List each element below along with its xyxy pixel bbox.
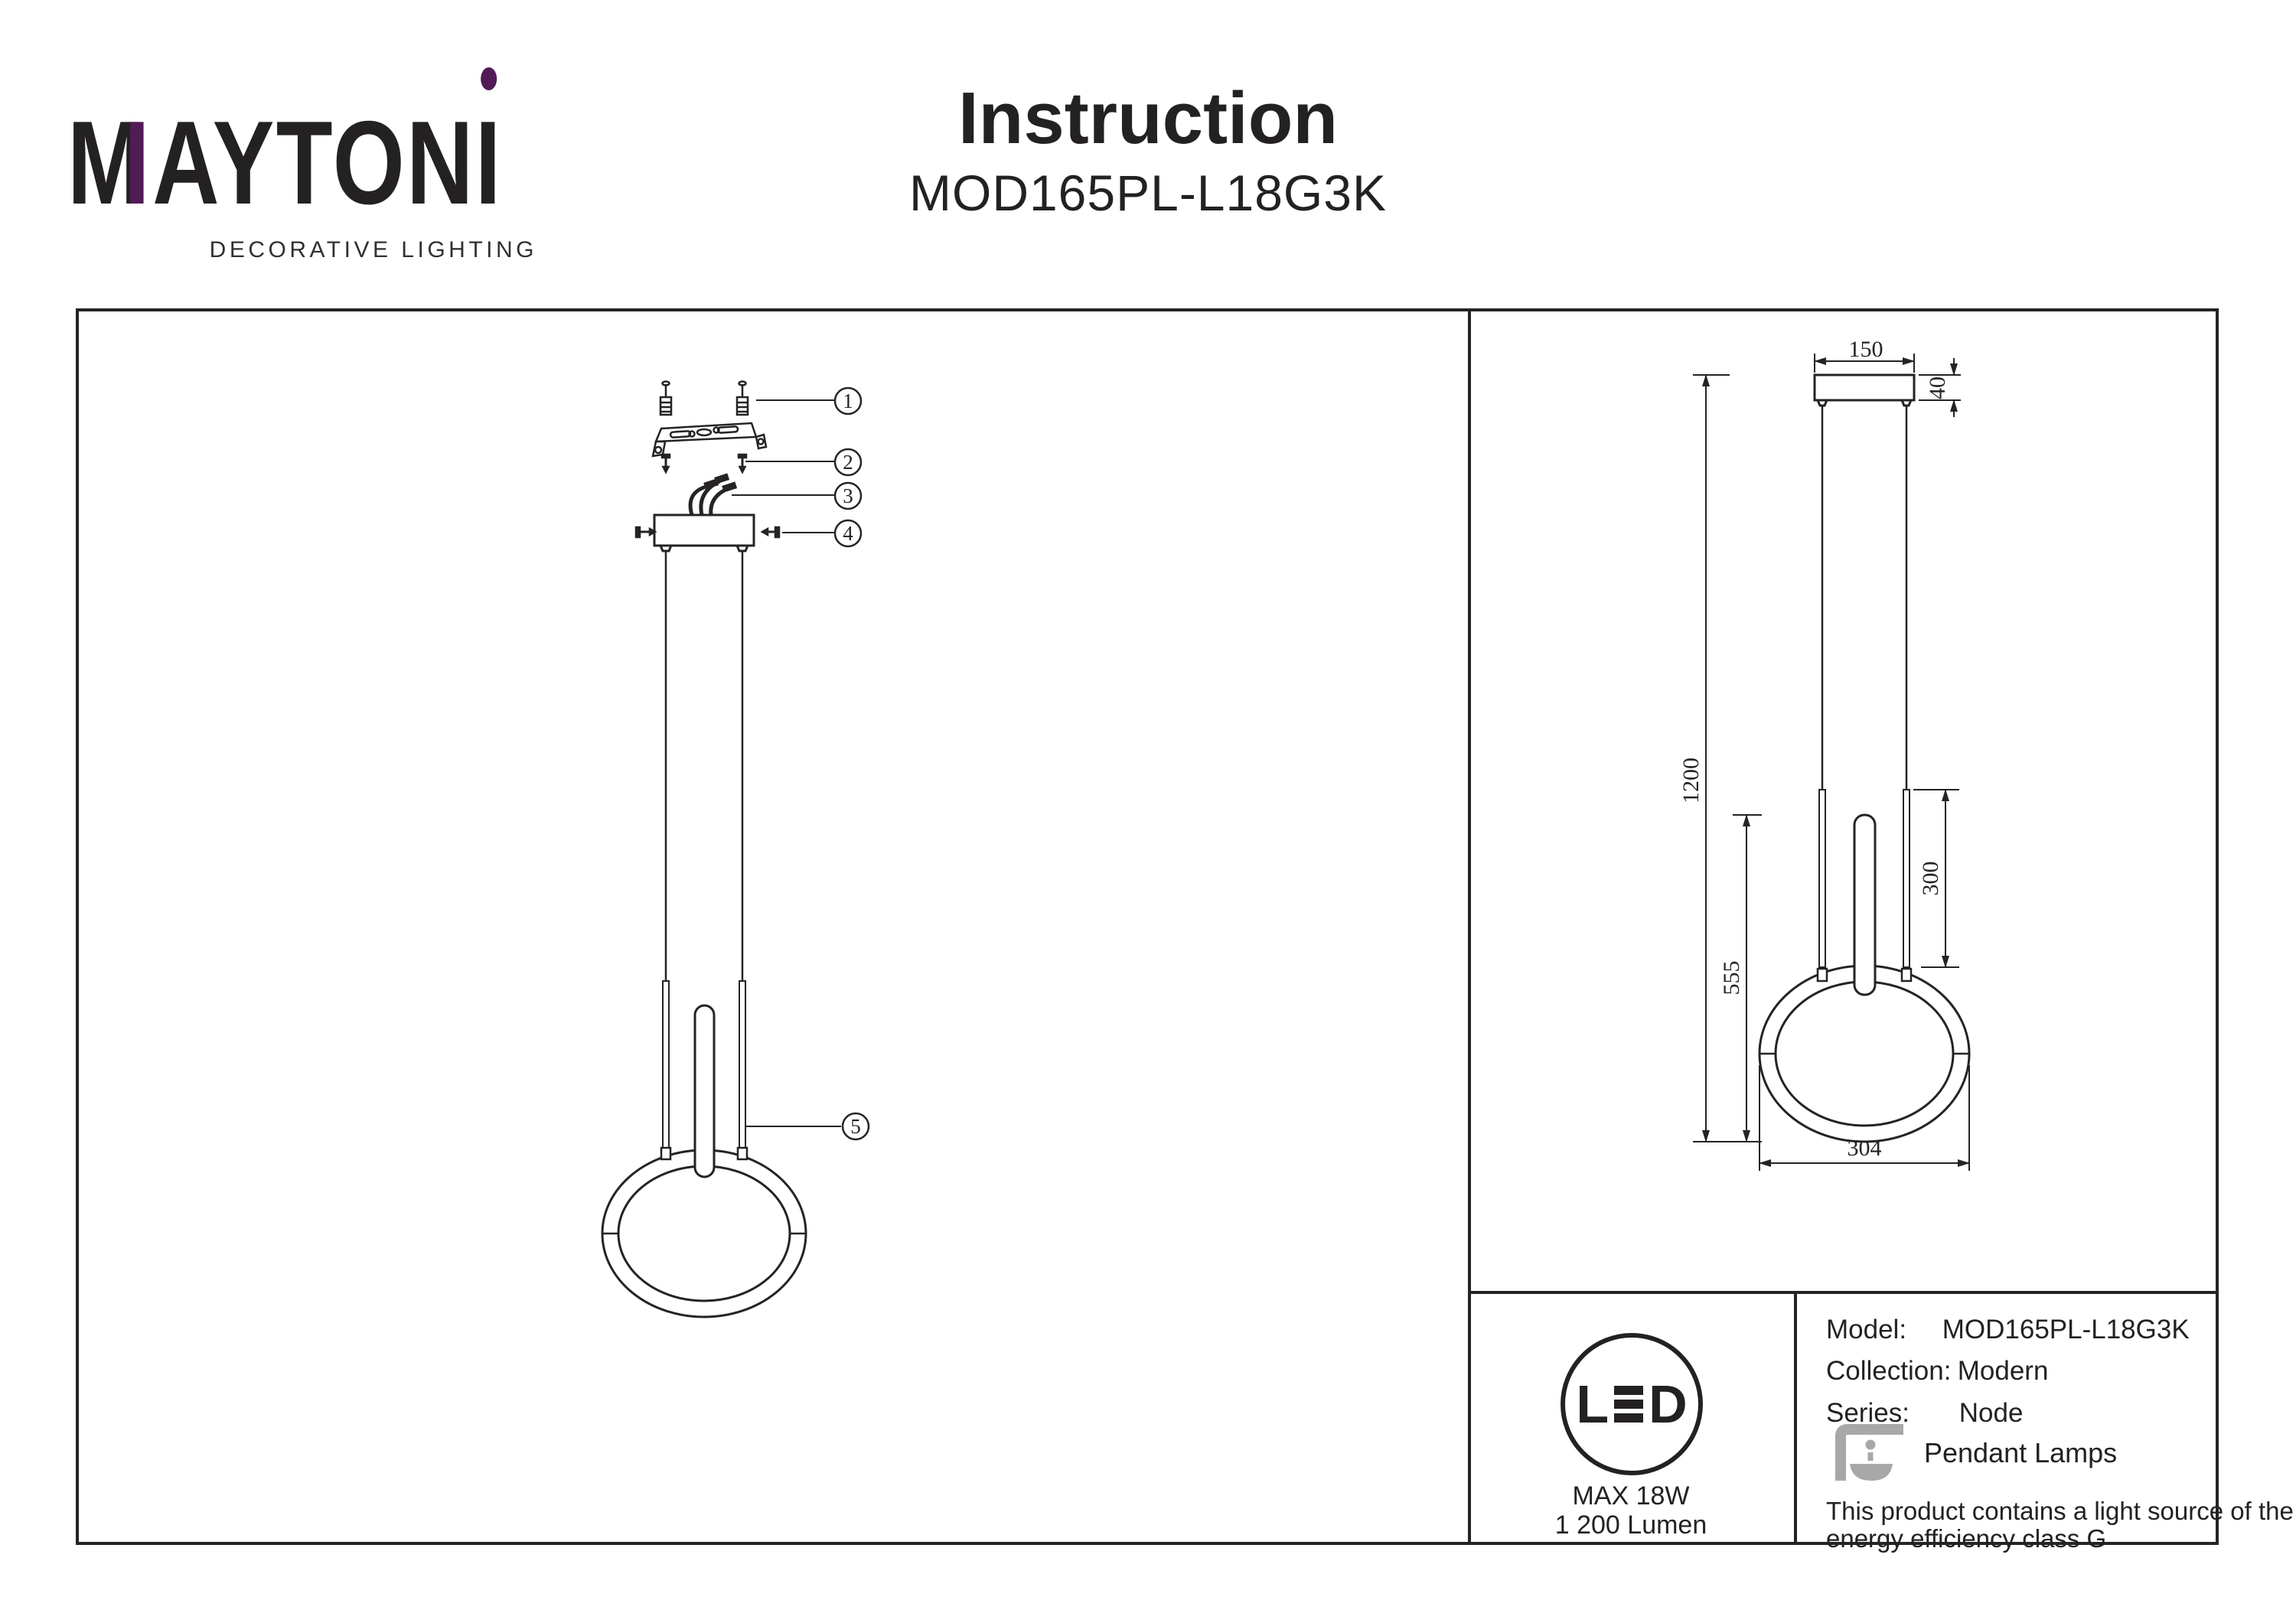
callout-number: 5 [850,1115,861,1138]
maytoni-logo: MIAYTONI [67,67,503,229]
callout-5: 5 [745,1112,870,1141]
callout-number: 3 [843,484,853,507]
led-letter-l: L [1576,1374,1609,1434]
logo-purple-dot-icon [481,67,497,90]
callout-1: 1 [756,386,863,416]
logo-final-i: I [475,67,503,229]
led-logo-icon: L D [1561,1333,1703,1475]
dimension-drawing: 150 40 1200 555 300 [1678,337,1971,1171]
info-divider-vertical [1794,1291,1797,1543]
canopy-set-screw-icon [634,526,657,539]
max-power: MAX 18W [1572,1481,1690,1511]
callout-number: 2 [843,451,853,474]
logo-final-i-bar: I [475,96,503,229]
mounting-bracket [651,422,768,458]
dim-max-drop: 1200 [1678,374,1762,1142]
cable-connector [736,1146,748,1161]
spec-value: MOD165PL-L18G3K [1942,1315,2190,1344]
logo-tagline: DECORATIVE LIGHTING [209,237,537,262]
spec-label: Model: [1826,1315,1907,1344]
spec-row-model: Model: MOD165PL-L18G3K [1826,1315,2190,1345]
callout-number: 4 [843,522,853,545]
dim-fixture-height: 555 [1719,814,1762,1142]
pendant-lamp-icon [1835,1424,1903,1481]
dim-rod-length: 300 [1913,789,1959,968]
spec-label: Collection: [1826,1356,1952,1386]
dim-canopy-width: 150 [1814,337,1915,373]
spec-value: Node [1958,1398,2024,1428]
page-title: Instruction [958,77,1338,159]
canopy-set-screw-icon [760,526,781,539]
category-label: Pendant Lamps [1924,1437,2118,1468]
canopy [1813,373,1916,407]
hook-loop [693,1004,716,1178]
logo-accent-bar: I [124,96,152,229]
dimension-panel [1468,308,2219,1545]
assembly-drawing: 1 2 3 4 5 [601,380,870,1318]
callout-3: 3 [732,481,863,510]
model-number: MOD165PL-L18G3K [909,165,1387,221]
wall-anchor-icon [735,380,749,416]
dim-label: 150 [1849,337,1883,362]
cable-connector [660,1146,672,1161]
logo-letters: AYTON [152,96,475,229]
suspension-cable [1818,406,1910,968]
dim-label: 304 [1848,1136,1882,1161]
led-letter-d: D [1649,1374,1688,1434]
logo-letter-m: M [67,96,147,229]
spec-value: Modern [1957,1356,2049,1386]
spec-row-series: Series: Node [1826,1398,2023,1429]
wall-anchor-icon [659,380,673,416]
callout-4: 4 [782,519,863,548]
spec-row-collection: Collection: Modern [1826,1356,2048,1387]
led-e-glyph-icon [1614,1386,1644,1423]
canopy [653,513,755,552]
mounting-screw-icon [660,453,671,474]
supply-wires [688,473,738,516]
energy-note-line1: This product contains a light source of … [1826,1497,2294,1525]
cable-connector [1816,967,1828,983]
callout-2: 2 [745,448,863,477]
dim-canopy-height: 40 [1919,358,1961,417]
spec-label: Series: [1826,1398,1910,1428]
dim-label: 300 [1918,862,1943,896]
energy-note-line2: energy efficiency class G [1826,1524,2107,1553]
cable-connector [1900,967,1913,983]
dim-label: 1200 [1678,758,1704,803]
hook-loop [1853,813,1877,996]
info-divider-horizontal [1471,1291,2216,1294]
luminous-flux: 1 200 Lumen [1554,1511,1707,1540]
dim-label: 40 [1925,376,1950,399]
dim-ring-width: 304 [1759,1065,1970,1171]
callout-number: 1 [843,389,853,412]
mounting-screw-icon [737,453,748,474]
assembly-panel [76,308,1471,1545]
dim-label: 555 [1719,961,1744,996]
